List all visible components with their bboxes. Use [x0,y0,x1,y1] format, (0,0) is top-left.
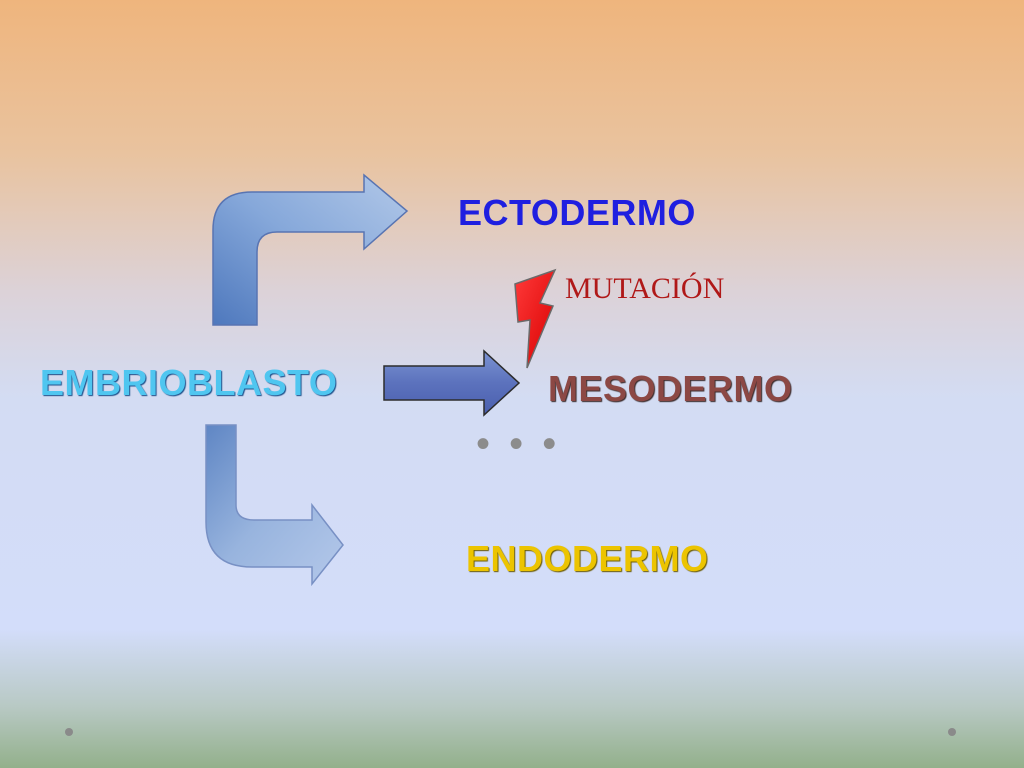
embrioblasto-label: EMBRIOBLASTO [40,362,338,403]
corner-dot-right [948,728,956,736]
ellipsis: • • • [476,422,561,466]
endodermo-label: ENDODERMO [466,538,709,579]
mesodermo-label: MESODERMO [548,368,793,409]
ectodermo-label: ECTODERMO [458,192,696,233]
corner-dot-left [65,728,73,736]
arrow-to-endodermo [205,424,344,587]
lightning-bolt-icon [514,268,557,369]
arrow-to-ectodermo [212,173,409,326]
mutacion-label: MUTACIÓN [565,272,725,305]
arrow-to-mesodermo [383,349,521,417]
